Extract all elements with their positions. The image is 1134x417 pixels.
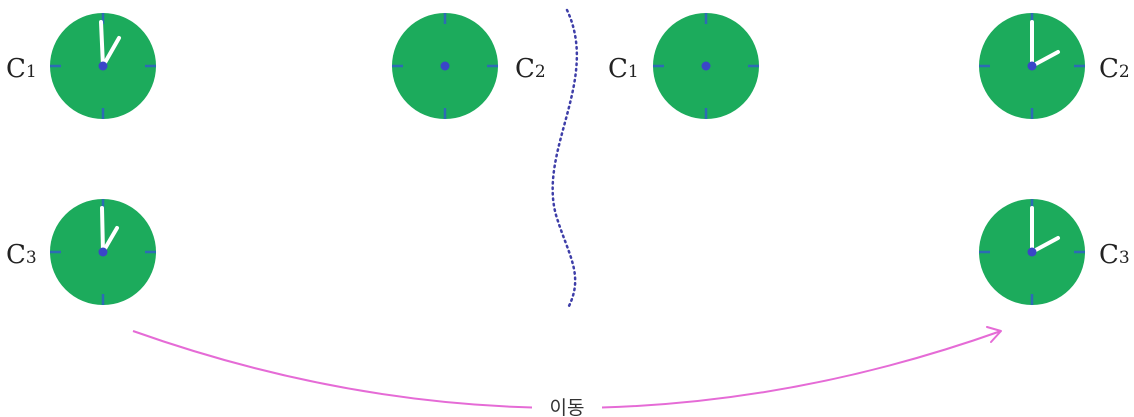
clock-left-c1 [50,13,156,119]
hour-hand [101,36,121,68]
move-arrow-head [986,326,1002,343]
clock-right-c3 [979,199,1085,305]
clock-ticks [653,13,759,119]
hour-hand [1030,236,1060,254]
clock-label-left-c2: C2 [515,54,546,84]
clock-label-right-c3: C3 [1099,240,1130,270]
move-arrow-label: 이동 [550,397,585,417]
hour-hand [1030,50,1060,68]
clock-center-dot [98,247,108,257]
clock-right-c1 [653,13,759,119]
clock-center-dot [1027,61,1037,71]
clock-label-right-c1: C1 [608,54,639,84]
clock-center-dot [440,61,450,71]
clock-right-c2 [979,13,1085,119]
arrow-label-backdrop [532,394,602,417]
clock-ticks [392,13,498,119]
minute-hand [99,20,105,68]
clock-left-c2 [392,13,498,119]
clock-label-left-c1: C1 [6,54,37,84]
divider-wavy-line [551,8,578,310]
clock-center-dot [701,61,711,71]
clock-label-right-c2: C2 [1099,54,1130,84]
clock-center-dot [98,61,108,71]
clock-center-dot [1027,247,1037,257]
clock-left-c3 [50,199,156,305]
minute-hand [100,206,105,254]
hour-hand [101,226,119,254]
clock-label-left-c3: C3 [6,240,37,270]
